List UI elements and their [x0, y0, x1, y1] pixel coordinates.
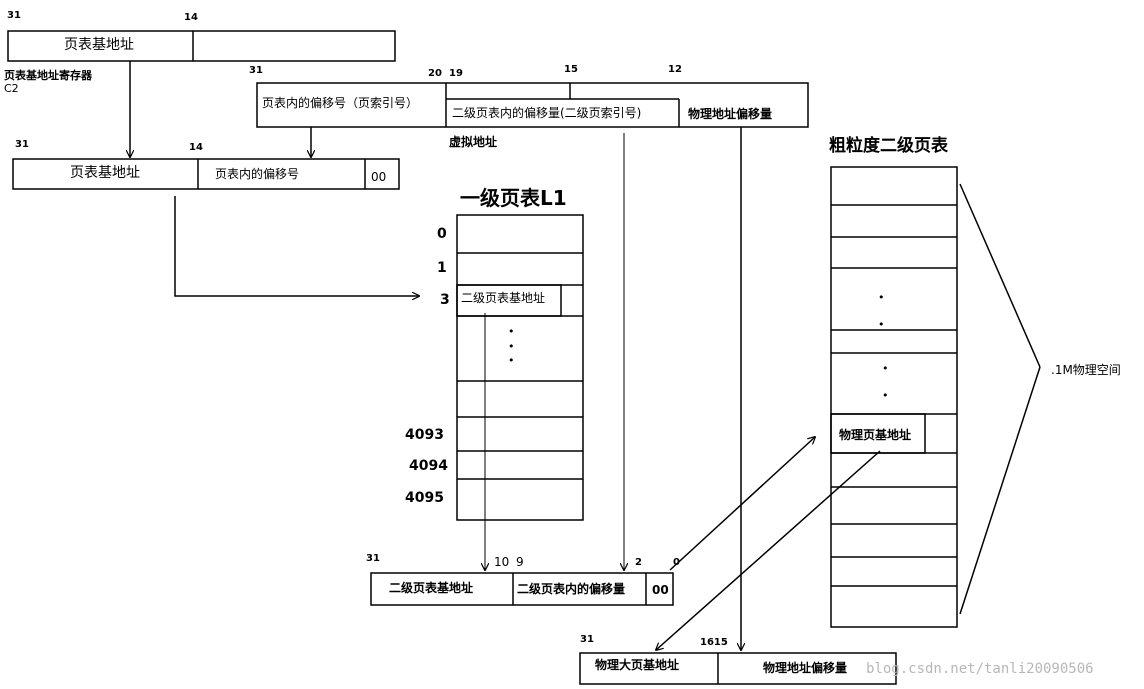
l2addr-field-zero: 00 [652, 583, 669, 597]
l1addr-bit31: 31 [15, 139, 29, 150]
l2addr-field-base: 二级页表基地址 [389, 581, 474, 595]
l1-index-1: 1 [437, 260, 447, 276]
l1-address-box [12, 158, 400, 190]
l2addr-bit31: 31 [366, 553, 380, 564]
l1-dot: • [508, 354, 515, 367]
physical-space-label: .1M物理空间 [1051, 363, 1121, 377]
watermark: blog.csdn.net/tanli20090506 [866, 661, 1094, 677]
l1-table-title: 一级页表L1 [460, 186, 567, 210]
ttbr-register-label: 页表基地址寄存器 [4, 69, 92, 82]
va-bit19: 19 [449, 68, 463, 79]
va-caption: 虚拟地址 [449, 135, 498, 149]
ttbr-bit-hi: 31 [7, 10, 21, 21]
virtual-address-box [256, 82, 809, 128]
l1addr-field-base: 页表基地址 [70, 165, 140, 181]
l1-address-to-l1-table-arrow [174, 196, 419, 296]
va-field-offset: 物理地址偏移量 [688, 107, 773, 121]
l2-address-box [370, 572, 674, 606]
va-bit20: 20 [428, 68, 442, 79]
l1-dot: • [508, 340, 515, 353]
l1-entry-label: 二级页表基地址 [461, 291, 546, 305]
l2-dot: • [882, 362, 889, 375]
l2addr-bit9: 9 [516, 555, 524, 569]
ttbr-register-sub: C2 [4, 82, 19, 95]
pa-bit31: 31 [580, 634, 594, 645]
pa-bit1615: 1615 [700, 637, 728, 648]
l1-dot: • [508, 325, 515, 338]
l1-index-4093: 4093 [405, 427, 444, 443]
physical-address-box [579, 652, 897, 685]
va-bit15: 15 [564, 64, 578, 75]
ttbr-field-label: 页表基地址 [64, 37, 134, 53]
l1-index-3: 3 [440, 292, 450, 308]
l1addr-field-zero: 00 [371, 170, 387, 184]
l1-index-4094: 4094 [409, 458, 448, 474]
ttbr-bit-lo: 14 [184, 12, 198, 23]
l1-index-4095: 4095 [405, 490, 444, 506]
ttbr-box [7, 30, 396, 62]
l1-entry-box [456, 284, 562, 317]
va-bit31: 31 [249, 65, 263, 76]
l2addr-bit2: 2 [635, 557, 642, 568]
va-field-index: 页表内的偏移号（页索引号） [262, 96, 419, 110]
va-bit12: 12 [668, 64, 682, 75]
l2-entry-to-pa-arrow [656, 450, 881, 650]
va-field-l2-index: 二级页表内的偏移量(二级页索引号) [452, 106, 642, 120]
l1addr-bit14: 14 [189, 142, 203, 153]
l2addr-bit10: 10 [494, 555, 510, 569]
l2-table-title: 粗粒度二级页表 [829, 136, 948, 156]
l2-table [830, 166, 958, 628]
l1-table [456, 214, 584, 521]
l2addr-field-offset: 二级页表内的偏移量 [517, 582, 626, 596]
l2-dot: • [878, 291, 885, 304]
l1addr-field-offset: 页表内的偏移号 [215, 167, 300, 181]
l2-entry-label: 物理页基地址 [839, 428, 912, 442]
l2-dot: • [878, 318, 885, 331]
pa-field-base: 物理大页基地址 [595, 658, 680, 672]
l2addr-bit0: 0 [673, 557, 680, 568]
pa-field-offset: 物理地址偏移量 [763, 661, 848, 675]
l2-address-to-l2-table-arrow [669, 437, 815, 571]
l1-index-0: 0 [437, 226, 447, 242]
l2-dot: • [882, 389, 889, 402]
